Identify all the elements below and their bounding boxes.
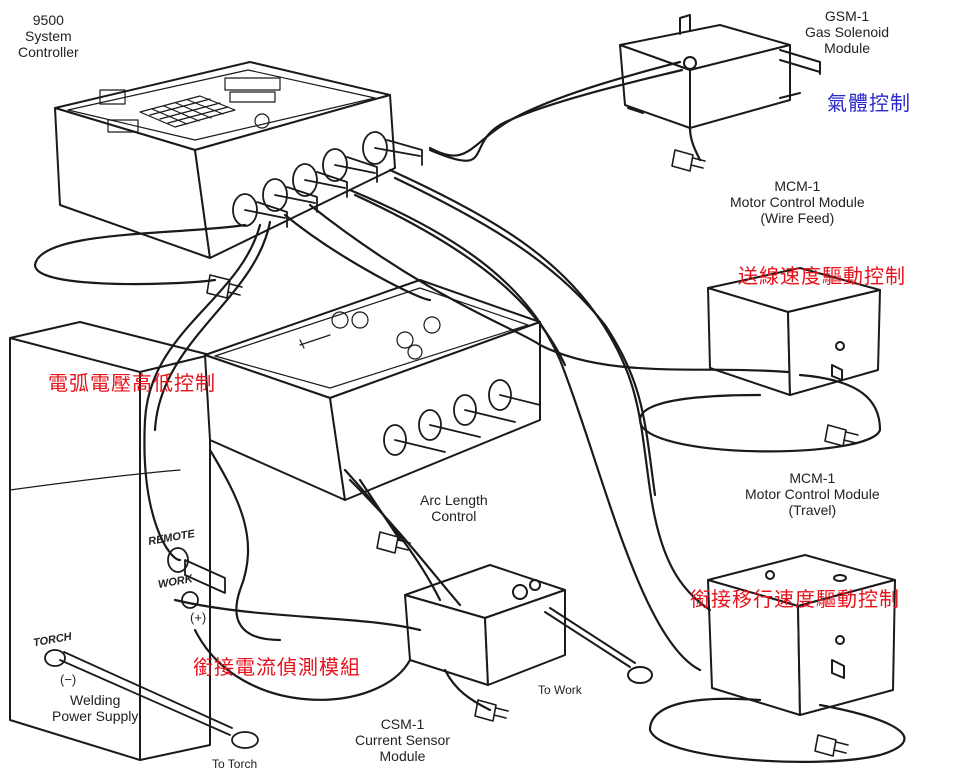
motor-travel-label-line1: MCM-1 xyxy=(789,470,836,486)
motor-wire-feed-label-line1: MCM-1 xyxy=(774,178,821,194)
positive-terminal-label: (+) xyxy=(190,610,207,625)
power-supply-label-line2: Power Supply xyxy=(52,708,139,724)
arc-length-control-box xyxy=(204,279,541,501)
arc-voltage-height-annotation: 電弧電壓高低控制 xyxy=(48,371,216,395)
wire-feed-speed-annotation: 送線速度驅動控制 xyxy=(738,264,906,288)
gas-solenoid-label-line1: GSM-1 xyxy=(824,8,870,24)
motor-wire-feed-label-line2: Motor Control Module xyxy=(730,194,865,210)
negative-terminal-label: (−) xyxy=(60,672,77,687)
gas-solenoid-box xyxy=(619,14,821,129)
gas-solenoid-label-line2: Gas Solenoid xyxy=(805,24,890,40)
system-controller-label-line1: 9500 xyxy=(32,12,64,28)
current-sensor-label-line1: CSM-1 xyxy=(380,716,425,732)
current-sensor-label-line3: Module xyxy=(379,748,426,764)
current-sensor-box xyxy=(404,564,653,686)
gas-solenoid-label-line3: Module xyxy=(824,40,870,56)
motor-wire-feed-box xyxy=(707,267,881,396)
system-controller-label-line3: Controller xyxy=(18,44,79,60)
welding-power-supply-box xyxy=(9,321,211,761)
motor-travel-box xyxy=(707,554,896,716)
motor-wire-feed-label: MCM-1 Motor Control Module (Wire Feed) xyxy=(730,178,865,226)
current-sensor-label-line2: Current Sensor xyxy=(355,732,450,748)
motor-travel-label-line3: (Travel) xyxy=(788,502,837,518)
motor-wire-feed-label-line3: (Wire Feed) xyxy=(760,210,835,226)
gas-solenoid-label: GSM-1 Gas Solenoid Module xyxy=(805,8,889,56)
power-supply-label-line1: Welding xyxy=(70,692,121,708)
gas-control-annotation: 氣體控制 xyxy=(827,91,911,115)
system-controller-label: 9500 System Controller xyxy=(18,12,79,60)
arc-length-label-line2: Control xyxy=(431,508,477,524)
system-controller-box xyxy=(54,61,423,259)
arc-length-label-line1: Arc Length xyxy=(420,492,488,508)
current-sensing-annotation: 銜接電流偵測模組 xyxy=(193,655,361,679)
motor-travel-label-line2: Motor Control Module xyxy=(745,486,880,502)
to-work-label: To Work xyxy=(538,683,582,697)
power-supply-label: Welding Power Supply xyxy=(52,692,138,724)
system-controller-label-line2: System xyxy=(25,28,72,44)
current-sensor-label: CSM-1 Current Sensor Module xyxy=(355,716,450,764)
travel-speed-annotation: 銜接移行速度驅動控制 xyxy=(690,587,900,611)
motor-travel-label: MCM-1 Motor Control Module (Travel) xyxy=(745,470,880,518)
to-torch-label: To Torch xyxy=(212,757,258,771)
arc-length-label: Arc Length Control xyxy=(420,492,488,524)
